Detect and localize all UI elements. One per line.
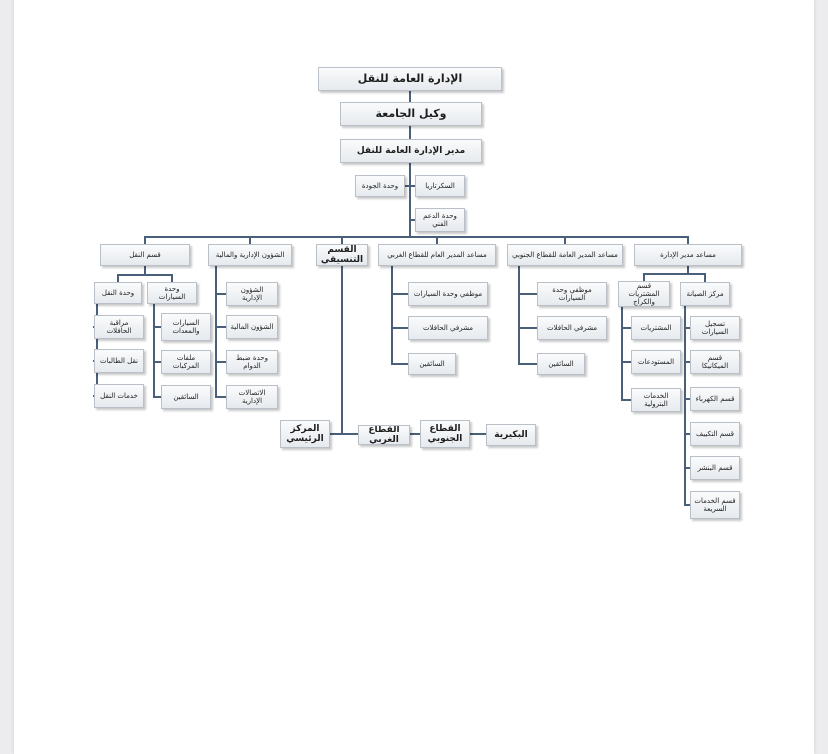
box-cars-unit: وحدة السيارات: [147, 282, 197, 304]
box-attendance-unit: وحدة ضبط الدوام: [226, 350, 278, 374]
box-quick-services: قسم الخدمات السريعة: [690, 491, 740, 519]
box-bus-monitoring: مراقبة الحافلات: [94, 315, 144, 339]
box-transport-dept: قسم النقل: [100, 244, 190, 266]
box-asst-west: مساعد المدير العام للقطاع الغربي: [378, 244, 496, 266]
box-mechanics: قسم الميكانيكا: [690, 350, 740, 374]
box-west-sector: القطاع الغربي: [358, 425, 410, 445]
box-south-bus-supervisors: مشرفي الحافلات: [537, 316, 607, 340]
box-ac: قسم التكييف: [690, 422, 740, 446]
box-main-center: المركز الرئيسي: [280, 420, 330, 448]
box-admin-finance: الشؤون الإدارية والمالية: [208, 244, 292, 266]
box-petroleum-services: الخدمات البترولية: [631, 388, 681, 412]
box-finance-affairs: الشؤون المالية: [226, 315, 278, 339]
box-electricity: قسم الكهرباء: [690, 387, 740, 411]
box-admin-affairs: الشؤون الإدارية: [226, 282, 278, 306]
box-vehicle-files: ملفات المركبات: [161, 350, 211, 374]
box-secretary: السكرتاريا: [415, 175, 465, 197]
box-asst-admin: مساعد مدير الإدارة: [634, 244, 742, 266]
box-cars-equipment: السيارات والمعدات: [161, 313, 211, 341]
box-maintenance-center: مركز الصيانة: [680, 282, 730, 306]
box-procurement-garage: قسم المشتريات والكراج: [618, 281, 670, 307]
box-vice-rector: وكيل الجامعة: [340, 102, 482, 126]
box-quality-unit: وحدة الجودة: [355, 175, 405, 197]
box-bukayriyah: البكيرية: [486, 424, 536, 446]
box-west-drivers: السائقين: [408, 353, 456, 375]
box-coordination-dept: القسم التنسيقي: [316, 244, 368, 266]
box-transport-services: خدمات النقل: [94, 384, 144, 408]
box-student-transport: نقل الطالبات: [94, 349, 144, 373]
box-south-sector: القطاع الجنوبي: [420, 420, 470, 448]
box-tech-support: وحدة الدعم الفني: [415, 208, 465, 232]
box-transport-unit: وحدة النقل: [94, 282, 142, 304]
box-south-drivers: السائقين: [537, 353, 585, 375]
box-transport-admin: الإدارة العامة للنقل: [318, 67, 502, 91]
box-west-bus-supervisors: مشرفي الحافلات: [408, 316, 488, 340]
box-warehouses: المستودعات: [631, 350, 681, 374]
box-director: مدير الإدارة العامة للنقل: [340, 139, 482, 163]
box-south-cars-staff: موظفي وحدة السيارات: [537, 282, 607, 306]
box-asst-south: مساعد المدير العامة للقطاع الجنوبي: [507, 244, 623, 266]
box-admin-comms: الاتصالات الإدارية: [226, 385, 278, 409]
box-purchases: المشتريات: [631, 316, 681, 340]
box-west-cars-staff: موظفي وحدة السيارات: [408, 282, 488, 306]
box-car-registration: تسجيل السيارات: [690, 316, 740, 340]
box-transport-drivers: السائقين: [161, 385, 211, 409]
box-tires: قسم البنشر: [690, 456, 740, 480]
